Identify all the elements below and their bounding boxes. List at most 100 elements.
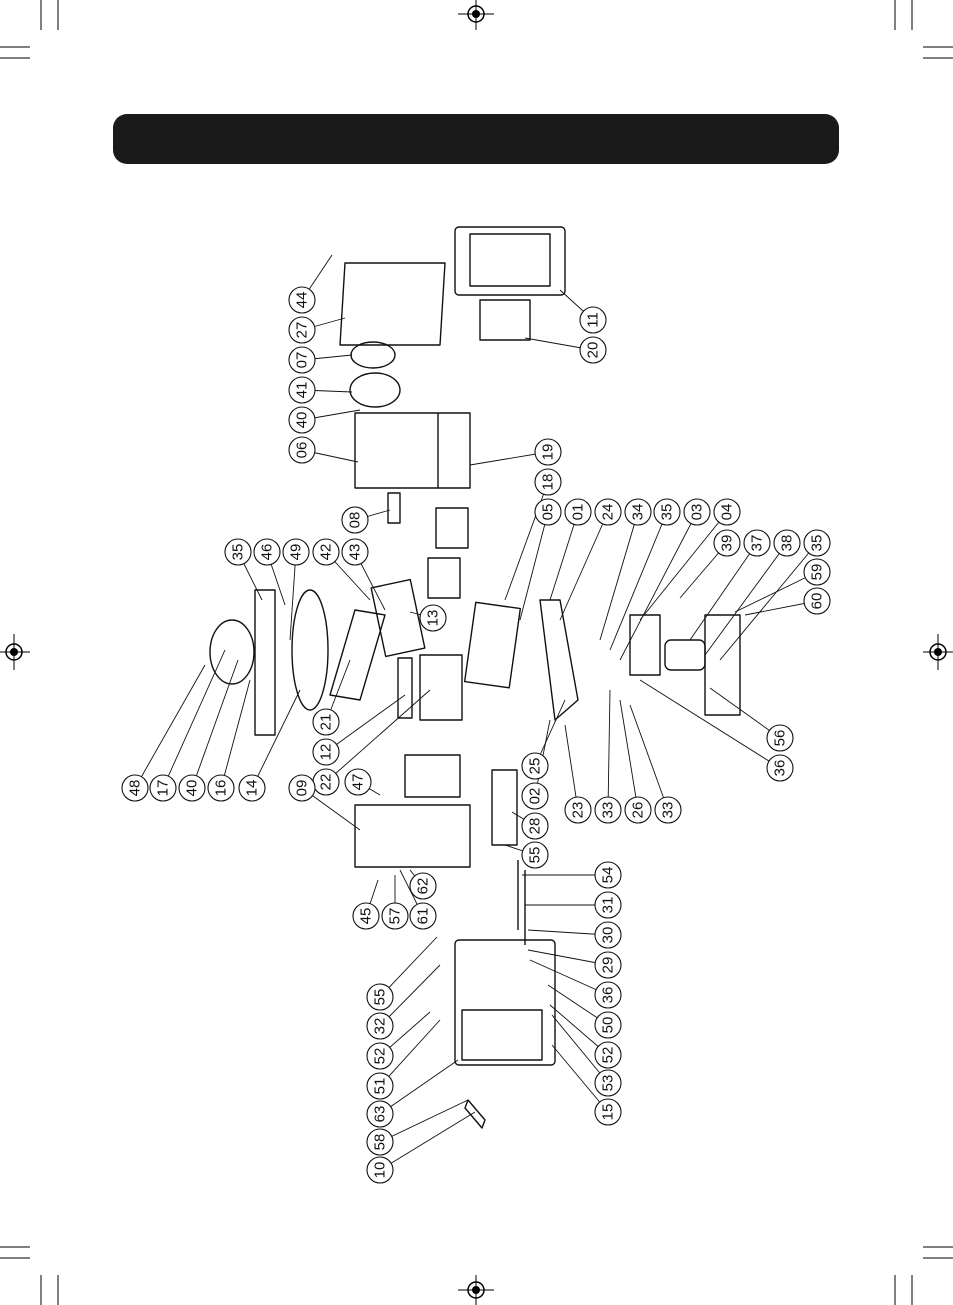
callout-number: 16 xyxy=(213,780,230,797)
part-block xyxy=(428,558,460,598)
registration-mark-top xyxy=(458,0,494,30)
part-callout-47: 47 xyxy=(345,769,371,795)
leader-line xyxy=(600,512,638,640)
part-callout-12: 12 xyxy=(313,739,339,765)
leader-line xyxy=(610,512,667,650)
part-tube xyxy=(398,658,412,718)
part-cavity xyxy=(355,805,470,867)
part-callout-06: 06 xyxy=(289,437,315,463)
callout-number: 24 xyxy=(600,504,617,521)
callout-number: 28 xyxy=(527,818,544,835)
callout-number: 57 xyxy=(387,908,404,925)
callout-number: 19 xyxy=(540,444,557,461)
part-callout-44: 44 xyxy=(289,287,315,313)
part-control-panel xyxy=(255,590,275,735)
part-callout-09: 09 xyxy=(289,775,315,801)
leader-line xyxy=(640,512,727,620)
part-callout-39: 39 xyxy=(714,530,740,556)
callout-number: 20 xyxy=(585,342,602,359)
part-callout-10: 10 xyxy=(367,1157,393,1183)
callout-number: 31 xyxy=(600,897,617,914)
leader-line xyxy=(640,680,780,768)
part-callout-13: 13 xyxy=(420,605,446,631)
callout-number: 56 xyxy=(772,730,789,747)
part-callout-36: 36 xyxy=(767,755,793,781)
part-callout-01: 01 xyxy=(565,499,591,525)
part-callout-38: 38 xyxy=(774,530,800,556)
leader-line xyxy=(135,665,205,788)
callout-number: 46 xyxy=(259,544,276,561)
callout-number: 52 xyxy=(600,1047,617,1064)
part-callout-53: 53 xyxy=(595,1070,621,1096)
part-filter xyxy=(480,300,530,340)
callout-number: 04 xyxy=(719,504,736,521)
callout-number: 52 xyxy=(372,1048,389,1065)
part-panel xyxy=(330,610,385,700)
callout-number: 45 xyxy=(358,908,375,925)
callout-number: 12 xyxy=(318,744,335,761)
callout-number: 11 xyxy=(585,312,602,328)
leader-line xyxy=(326,690,430,782)
part-callout-22: 22 xyxy=(313,769,339,795)
leader-line xyxy=(608,690,610,810)
part-callout-52: 52 xyxy=(595,1042,621,1068)
callout-number: 34 xyxy=(630,504,647,521)
part-callout-24: 24 xyxy=(595,499,621,525)
callout-number: 23 xyxy=(570,802,587,819)
part-callout-63: 63 xyxy=(367,1101,393,1127)
part-callout-31: 31 xyxy=(595,892,621,918)
callout-number: 55 xyxy=(372,989,389,1006)
callout-number: 32 xyxy=(372,1018,389,1035)
part-housing xyxy=(355,413,470,488)
part-callout-17: 17 xyxy=(150,775,176,801)
callout-number: 06 xyxy=(294,442,311,459)
part-callout-35: 35 xyxy=(654,499,680,525)
callout-number: 17 xyxy=(155,780,172,797)
part-callout-34: 34 xyxy=(625,499,651,525)
callout-number: 36 xyxy=(772,760,789,777)
callout-number: 02 xyxy=(527,788,544,805)
part-callout-29: 29 xyxy=(595,952,621,978)
part-callout-45: 45 xyxy=(353,903,379,929)
callout-number: 14 xyxy=(244,780,261,797)
part-callout-16: 16 xyxy=(208,775,234,801)
callout-number: 55 xyxy=(527,847,544,864)
part-callout-59: 59 xyxy=(804,559,830,585)
callout-number: 50 xyxy=(600,1017,617,1034)
callout-number: 39 xyxy=(719,535,736,552)
part-block xyxy=(436,508,468,548)
part-callout-37: 37 xyxy=(744,530,770,556)
leader-line xyxy=(705,543,787,655)
part-callout-49: 49 xyxy=(283,539,309,565)
callout-number: 47 xyxy=(350,774,367,791)
leader-line xyxy=(620,700,638,810)
part-callout-57: 57 xyxy=(382,903,408,929)
callout-number: 48 xyxy=(127,780,144,797)
callout-number: 53 xyxy=(600,1075,617,1092)
part-callout-28: 28 xyxy=(522,813,548,839)
part-callout-08: 08 xyxy=(342,507,368,533)
part-callout-21: 21 xyxy=(313,709,339,735)
part-callout-19: 19 xyxy=(535,439,561,465)
part-callout-30: 30 xyxy=(595,922,621,948)
callout-number: 01 xyxy=(570,504,587,521)
callout-number: 05 xyxy=(540,504,557,521)
part-callout-23: 23 xyxy=(565,797,591,823)
part-callout-48: 48 xyxy=(122,775,148,801)
part-back-panel xyxy=(340,263,445,345)
part-callout-26: 26 xyxy=(625,797,651,823)
part-callout-11: 11 xyxy=(580,307,606,333)
part-callout-35: 35 xyxy=(804,530,830,556)
part-callout-33: 33 xyxy=(655,797,681,823)
part-bracket xyxy=(630,615,660,675)
part-callout-55: 55 xyxy=(522,842,548,868)
part-callout-56: 56 xyxy=(767,725,793,751)
callout-number: 35 xyxy=(659,504,676,521)
leader-line xyxy=(380,1100,468,1142)
part-handle xyxy=(465,1100,485,1128)
part-callout-15: 15 xyxy=(595,1099,621,1125)
callout-number: 49 xyxy=(288,544,305,561)
part-callout-14: 14 xyxy=(239,775,265,801)
